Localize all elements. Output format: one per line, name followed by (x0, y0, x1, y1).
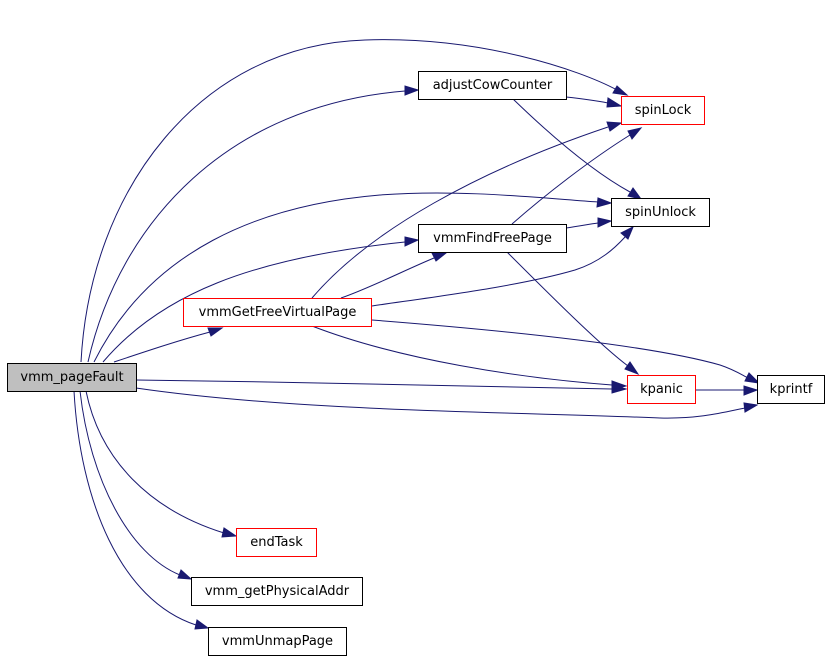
node-adjustCowCounter[interactable]: adjustCowCounter (418, 71, 567, 100)
edge-adjustCowCounter-spinUnlock (511, 97, 643, 200)
edge-vmmGetFreeVirtualPage-vmmFindFreePage (340, 252, 448, 299)
node-kprintf[interactable]: kprintf (757, 375, 825, 404)
edge-vmm_pageFault-adjustCowCounter (87, 85, 420, 363)
edge-vmm_pageFault-spinUnlock (93, 192, 613, 363)
node-vmmFindFreePage[interactable]: vmmFindFreePage (418, 224, 567, 253)
node-endTask[interactable]: endTask (236, 528, 317, 557)
edge-adjustCowCounter-spinLock (565, 96, 623, 108)
edge-vmmGetFreeVirtualPage-spinUnlock (371, 225, 634, 307)
node-spinLock[interactable]: spinLock (621, 96, 705, 125)
edge-vmm_pageFault-vmm_getPhysicalAddr (79, 390, 193, 580)
edge-kpanic-kprintf (695, 385, 759, 396)
edge-vmm_pageFault-vmmUnmapPage (73, 390, 210, 630)
edge-vmmGetFreeVirtualPage-spinLock (311, 121, 623, 299)
node-vmm_getPhysicalAddr[interactable]: vmm_getPhysicalAddr (191, 577, 363, 606)
edge-vmmFindFreePage-spinLock (511, 127, 643, 225)
edge-vmmFindFreePage-kpanic (506, 251, 640, 376)
edge-vmmGetFreeVirtualPage-kpanic (311, 325, 628, 391)
node-spinUnlock[interactable]: spinUnlock (611, 198, 710, 227)
node-vmmUnmapPage[interactable]: vmmUnmapPage (208, 627, 347, 656)
edge-vmmGetFreeVirtualPage-kprintf (371, 319, 761, 384)
edge-vmm_pageFault-spinLock (80, 39, 629, 363)
edge-vmm_pageFault-endTask (85, 390, 238, 538)
edge-vmm_pageFault-vmmFindFreePage (102, 236, 420, 363)
edge-vmm_pageFault-kprintf (135, 387, 759, 419)
edge-vmm_pageFault-vmmGetFreeVirtualPage (113, 327, 224, 363)
node-vmmGetFreeVirtualPage[interactable]: vmmGetFreeVirtualPage (183, 298, 372, 327)
edge-vmm_pageFault-kpanic (135, 379, 628, 394)
edge-vmmFindFreePage-spinUnlock (565, 217, 613, 229)
node-kpanic[interactable]: kpanic (627, 375, 696, 404)
node-vmm_pageFault: vmm_pageFault (7, 363, 137, 392)
